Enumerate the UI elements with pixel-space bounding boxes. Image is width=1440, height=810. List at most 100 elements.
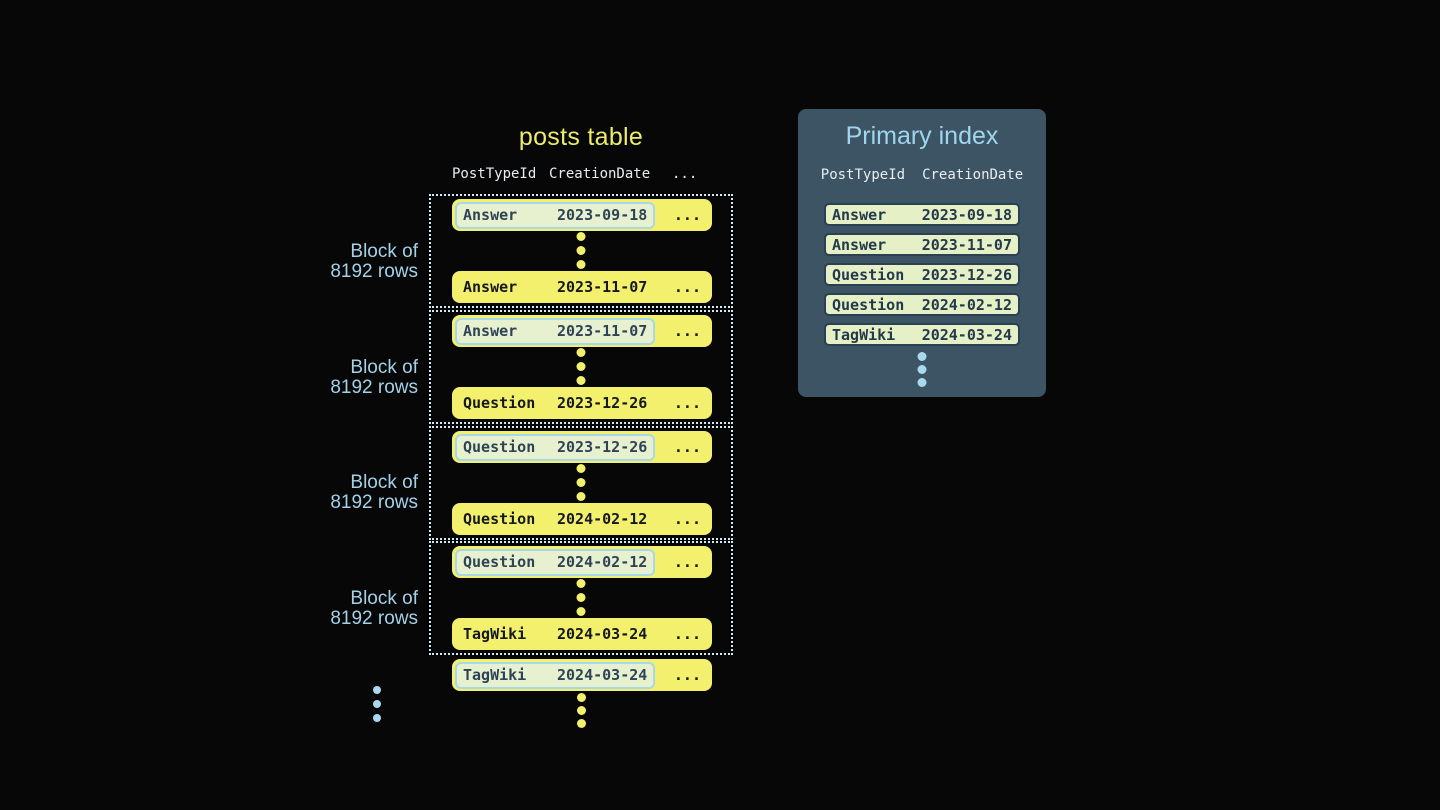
- post-date: 2024-02-12: [921, 295, 1012, 314]
- post-date: 2024-03-24: [921, 325, 1012, 344]
- post-type: Answer: [463, 322, 518, 340]
- block-label-line1: Block of: [350, 588, 418, 609]
- dot: [576, 376, 586, 385]
- row-ellipsis: ...: [673, 322, 701, 340]
- row-values: Question 2023-12-26: [455, 390, 655, 417]
- block-label-3: Block of 8192 rows: [218, 473, 418, 513]
- posts-header-ellipsis: ...: [672, 166, 698, 182]
- row-ellipsis: ...: [673, 438, 701, 456]
- dot: [917, 365, 927, 374]
- post-type: Question: [832, 295, 905, 314]
- dot: [373, 700, 381, 708]
- post-date: 2024-02-12: [557, 553, 648, 571]
- dot: [576, 478, 586, 487]
- post-type: Answer: [832, 205, 887, 224]
- post-date: 2023-09-18: [921, 205, 1012, 224]
- row-ellipsis: ...: [673, 394, 701, 412]
- row-ellipsis: ...: [673, 625, 701, 643]
- block-label-line2: 8192 rows: [330, 608, 418, 629]
- block-label-line2: 8192 rows: [330, 377, 418, 398]
- dot: [576, 232, 586, 241]
- post-type: Answer: [832, 235, 887, 254]
- index-header-creationdate: CreationDate: [922, 167, 1024, 183]
- index-header-posttypeid: PostTypeId: [820, 167, 906, 183]
- post-type: TagWiki: [463, 666, 527, 684]
- posts-header-posttypeid: PostTypeId: [452, 166, 537, 182]
- posts-block-2: Answer 2023-11-07 ... Question 2023-12-26 …: [429, 310, 733, 424]
- block-label-4: Block of 8192 rows: [218, 589, 418, 629]
- primary-index-panel: Primary index PostTypeId CreationDate An…: [798, 109, 1046, 397]
- dot: [576, 246, 586, 255]
- row-ellipsis: ...: [673, 510, 701, 528]
- index-mark-highlight: Answer 2023-09-18: [455, 201, 656, 229]
- posts-row-block-first: Question 2024-02-12 ...: [452, 546, 712, 578]
- index-entry: Answer 2023-09-18: [824, 203, 1020, 226]
- index-mark-highlight: Answer 2023-11-07: [455, 317, 656, 345]
- post-type: Question: [463, 438, 536, 456]
- dot: [576, 593, 586, 602]
- index-mark-highlight: TagWiki 2024-03-24: [455, 661, 656, 689]
- posts-row-block-last: Answer 2023-11-07 ...: [452, 271, 712, 303]
- dot: [576, 348, 586, 357]
- ellipsis-dots-vertical: [373, 686, 381, 722]
- post-date: 2023-11-07: [557, 278, 648, 296]
- block-label-line2: 8192 rows: [330, 492, 418, 513]
- post-type: Question: [463, 553, 536, 571]
- post-date: 2024-03-24: [557, 666, 648, 684]
- dot: [576, 464, 586, 473]
- row-values: Answer 2023-11-07: [455, 274, 655, 301]
- post-type: Answer: [463, 206, 518, 224]
- dot: [577, 693, 586, 702]
- block-label-1: Block of 8192 rows: [218, 242, 418, 282]
- posts-row-block-first: Answer 2023-11-07 ...: [452, 315, 712, 347]
- posts-header-creationdate: CreationDate: [549, 166, 651, 182]
- ellipsis-dots-vertical: [576, 348, 586, 385]
- primary-index-rows: Answer 2023-09-18 Answer 2023-11-07 Questi…: [824, 203, 1020, 346]
- posts-block-1: Answer 2023-09-18 ... Answer 2023-11-07 ..…: [429, 194, 733, 308]
- index-mark-highlight: Question 2023-12-26: [455, 433, 656, 461]
- post-type: TagWiki: [463, 625, 527, 643]
- block-label-line2: 8192 rows: [330, 261, 418, 282]
- post-date: 2023-11-07: [921, 235, 1012, 254]
- dot: [917, 378, 927, 387]
- block-label-line1: Block of: [350, 472, 418, 493]
- primary-index-title: Primary index: [845, 122, 999, 150]
- dot: [576, 260, 586, 269]
- posts-row-block-first: Answer 2023-09-18 ...: [452, 199, 712, 231]
- post-type: Answer: [463, 278, 518, 296]
- post-date: 2023-12-26: [557, 394, 648, 412]
- post-date: 2023-12-26: [557, 438, 648, 456]
- post-date: 2023-09-18: [557, 206, 648, 224]
- dot: [577, 706, 586, 715]
- dot: [373, 686, 381, 694]
- post-date: 2023-11-07: [557, 322, 648, 340]
- row-ellipsis: ...: [673, 553, 701, 571]
- row-ellipsis: ...: [673, 278, 701, 296]
- index-entry: Answer 2023-11-07: [824, 233, 1020, 256]
- ellipsis-dots-vertical: [917, 352, 927, 387]
- block-label-line1: Block of: [350, 241, 418, 262]
- dot: [576, 492, 586, 501]
- dot: [373, 714, 381, 722]
- post-type: Question: [463, 510, 536, 528]
- ellipsis-dots-vertical: [577, 693, 586, 728]
- ellipsis-dots-vertical: [576, 579, 586, 616]
- posts-row-overflow: TagWiki 2024-03-24 ...: [452, 659, 712, 691]
- dot: [576, 362, 586, 371]
- ellipsis-dots-vertical: [576, 464, 586, 501]
- row-ellipsis: ...: [673, 206, 701, 224]
- dot: [577, 719, 586, 728]
- index-mark-highlight: Question 2024-02-12: [455, 548, 656, 576]
- posts-row-block-last: Question 2023-12-26 ...: [452, 387, 712, 419]
- post-type: Question: [463, 394, 536, 412]
- row-ellipsis: ...: [673, 666, 701, 684]
- dot: [917, 352, 927, 361]
